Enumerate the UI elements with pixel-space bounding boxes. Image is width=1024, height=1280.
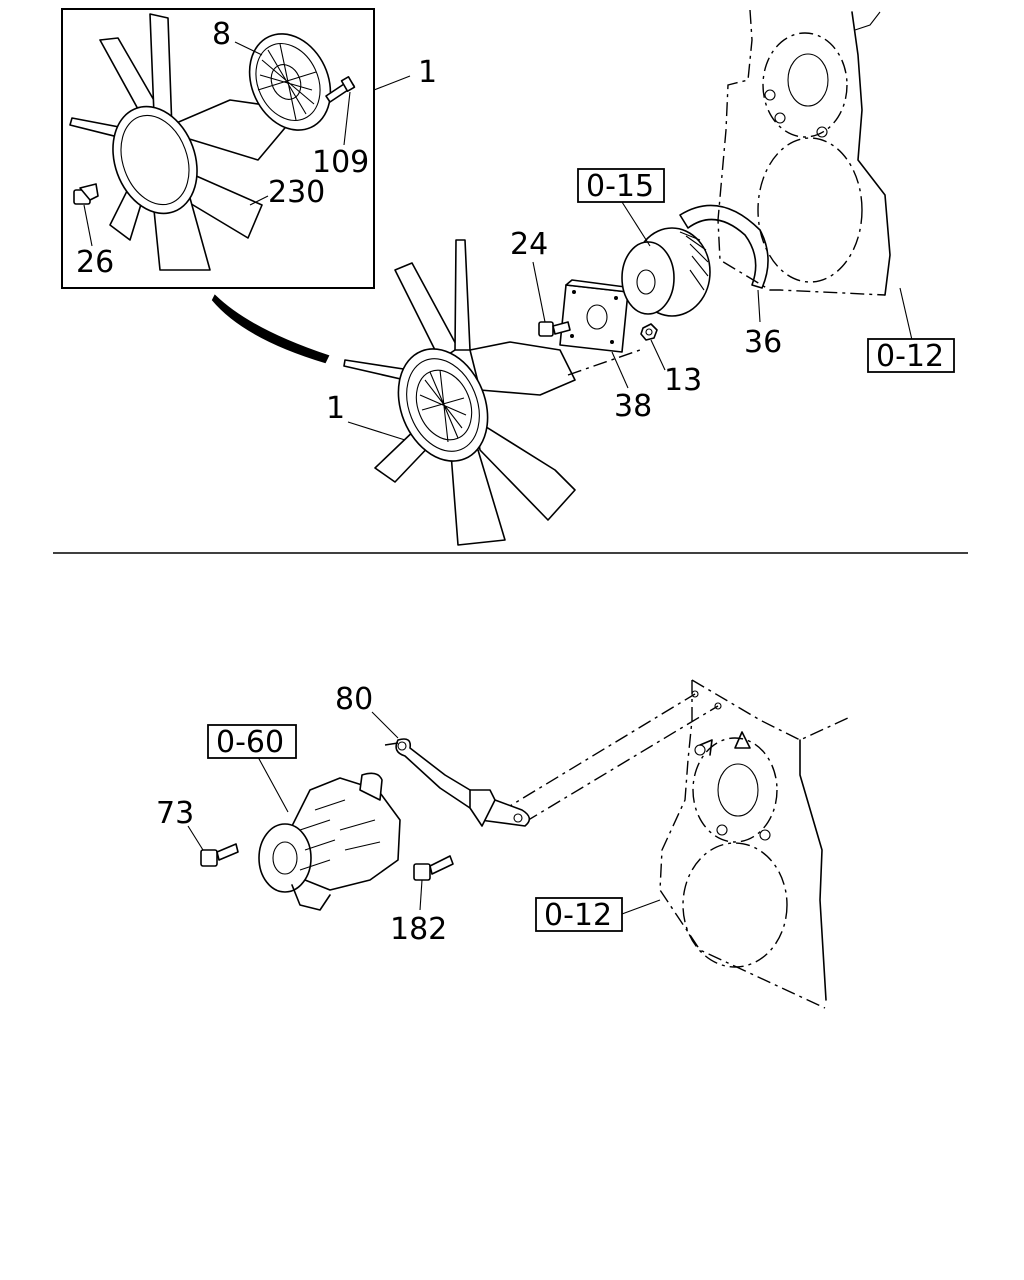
inset-bolt <box>73 183 99 205</box>
shroud <box>679 204 769 289</box>
bolt-24 <box>538 321 571 337</box>
label-0-12-top: 0-12 <box>876 339 944 374</box>
label-80: 80 <box>335 682 373 717</box>
inset-stud-bolt <box>325 76 356 103</box>
engine-housing-top <box>717 9 891 296</box>
leader-inset-1 <box>373 75 411 91</box>
leader-inset-109 <box>343 91 351 146</box>
leader-inset-26 <box>83 204 93 247</box>
label-0-15: 0-15 <box>586 169 654 204</box>
leader-0-15 <box>621 201 651 247</box>
leader-inset-230 <box>249 195 269 206</box>
leader-38 <box>611 351 629 389</box>
ref-box-0-12-top <box>867 338 955 373</box>
main-fan-assembly <box>343 239 576 546</box>
inset-arrow <box>211 294 330 364</box>
label-0-12-bottom: 0-12 <box>544 898 612 933</box>
ref-box-0-15 <box>577 168 665 203</box>
label-13: 13 <box>664 363 702 398</box>
bolt-73 <box>200 843 239 867</box>
ref-box-0-12-bottom <box>535 897 623 932</box>
label-182: 182 <box>390 912 447 947</box>
label-inset-8: 8 <box>212 17 231 52</box>
pulley <box>621 227 711 317</box>
label-36: 36 <box>744 325 782 360</box>
leader-0-12-top <box>899 287 913 341</box>
leader-80 <box>371 711 399 739</box>
label-inset-1: 1 <box>418 55 437 90</box>
label-73: 73 <box>156 796 194 831</box>
leader-13 <box>650 339 666 371</box>
label-inset-26: 26 <box>76 245 114 280</box>
engine-housing-bottom <box>659 679 849 1009</box>
leader-0-12-bottom <box>621 899 661 915</box>
leader-1 <box>347 421 406 441</box>
leader-73 <box>187 825 204 851</box>
label-inset-109: 109 <box>312 145 369 180</box>
inset-frame <box>61 8 375 289</box>
nut-13 <box>640 323 658 341</box>
leader-182 <box>419 879 423 911</box>
leader-24 <box>532 261 546 323</box>
leader-inset-8 <box>234 41 263 56</box>
bracket <box>384 738 531 827</box>
pump <box>258 772 401 911</box>
label-0-60: 0-60 <box>216 725 284 760</box>
alignment-line-1 <box>499 693 696 813</box>
inset-fan-blade <box>69 13 301 271</box>
leader-0-60 <box>257 756 289 813</box>
bolt-182 <box>413 855 454 881</box>
label-24: 24 <box>510 227 548 262</box>
leader-36 <box>757 289 761 323</box>
alignment-line-2 <box>524 705 719 823</box>
ref-box-0-60 <box>207 724 297 759</box>
label-inset-230: 230 <box>268 175 325 210</box>
inset-fan-clutch <box>248 33 332 131</box>
spacer-plate <box>559 279 634 353</box>
label-1: 1 <box>326 391 345 426</box>
alignment-line-top <box>567 349 641 376</box>
label-38: 38 <box>614 389 652 424</box>
